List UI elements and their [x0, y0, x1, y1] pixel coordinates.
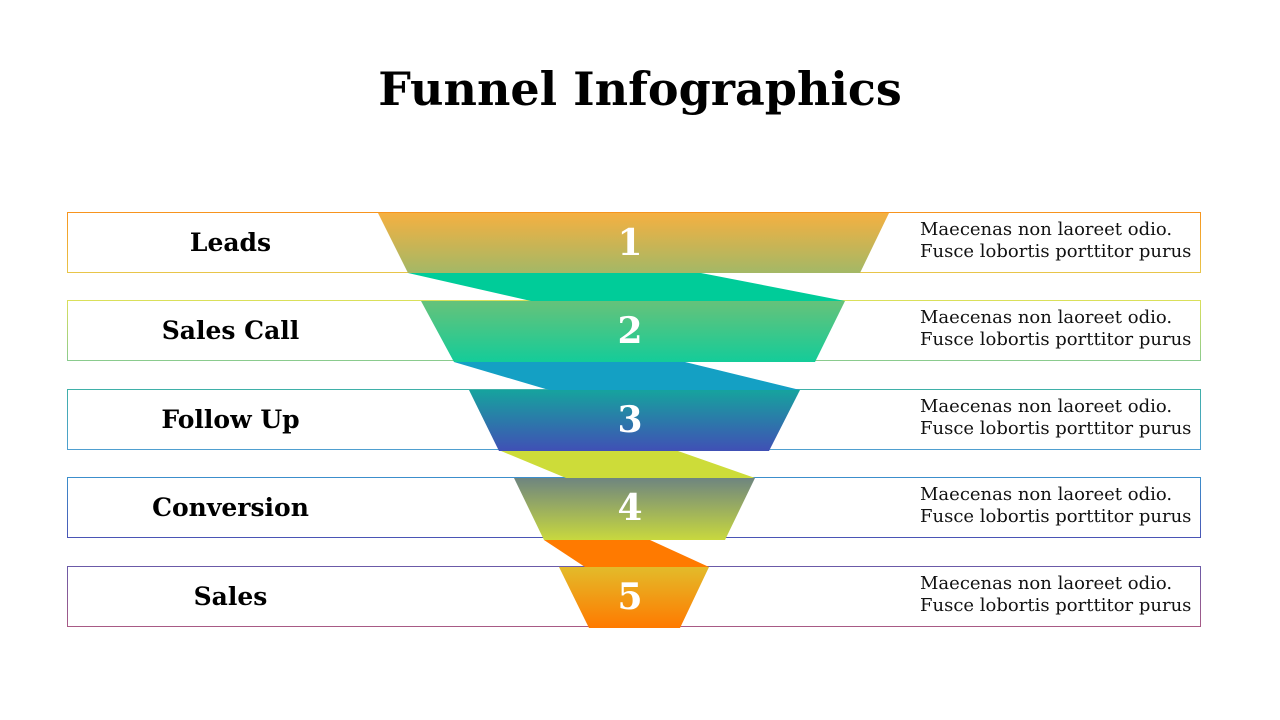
funnel-segment-3	[469, 390, 800, 451]
stage-description: Maecenas non laoreet odio.Fusce lobortis…	[920, 219, 1191, 263]
description-line: Maecenas non laoreet odio.	[920, 219, 1173, 240]
stage-label: Leads	[189, 228, 272, 257]
funnel-segment-4	[514, 478, 755, 540]
description-line: Fusce lobortis porttitor purus	[920, 418, 1192, 439]
description-line: Maecenas non laoreet odio.	[920, 484, 1173, 505]
stage-number: 5	[617, 576, 643, 618]
funnel-connector-3	[501, 451, 755, 478]
stage-number: 3	[617, 399, 643, 441]
stage-label: Conversion	[152, 493, 309, 522]
description-line: Fusce lobortis porttitor purus	[920, 595, 1192, 616]
funnel-connector-4	[544, 540, 709, 567]
stage-description: Maecenas non laoreet odio.Fusce lobortis…	[920, 484, 1191, 528]
funnel-connector-1	[408, 273, 845, 301]
stage-label: Sales Call	[161, 316, 300, 345]
description-line: Fusce lobortis porttitor purus	[920, 241, 1192, 262]
stage-description: Maecenas non laoreet odio.Fusce lobortis…	[920, 396, 1191, 440]
stage-number: 4	[617, 487, 643, 529]
description-line: Fusce lobortis porttitor purus	[920, 506, 1192, 527]
stage-label: Follow Up	[161, 405, 300, 434]
page-title: Funnel Infographics	[378, 62, 902, 116]
description-line: Fusce lobortis porttitor purus	[920, 329, 1192, 350]
description-line: Maecenas non laoreet odio.	[920, 573, 1173, 594]
description-line: Maecenas non laoreet odio.	[920, 396, 1173, 417]
funnel-segment-5	[559, 567, 709, 628]
description-line: Maecenas non laoreet odio.	[920, 307, 1173, 328]
stage-number: 2	[617, 310, 643, 352]
funnel-connector-2	[454, 362, 800, 390]
stage-number: 1	[617, 222, 643, 264]
funnel-segment-1	[378, 213, 889, 273]
stage-description: Maecenas non laoreet odio.Fusce lobortis…	[920, 573, 1191, 617]
stage-description: Maecenas non laoreet odio.Fusce lobortis…	[920, 307, 1191, 351]
funnel-segment-2	[421, 301, 845, 362]
stage-label: Sales	[193, 582, 268, 611]
